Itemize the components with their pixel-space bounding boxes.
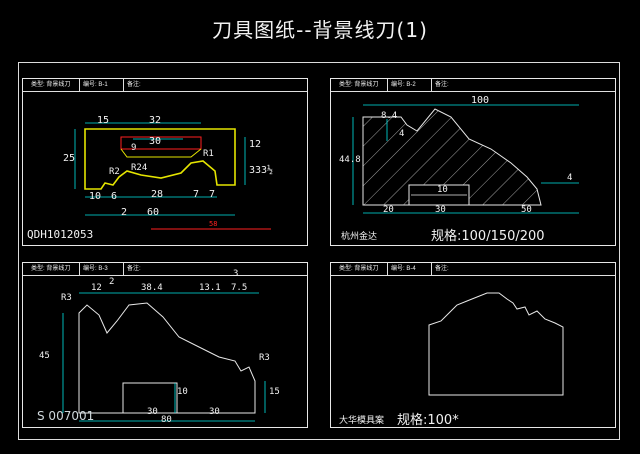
dim-label: 3 [233, 269, 239, 279]
dim-label: 30 [209, 407, 220, 417]
dim-label: 10 [177, 387, 188, 397]
panel-1: 类型: 背景线刀 编号: B-1 备注: 15 32 30 9 25 R2 R2… [22, 78, 308, 246]
header-type: 类型: 背景线刀 [339, 266, 379, 272]
dim-label: 12 [91, 283, 102, 293]
panel-header: 类型: 背景线刀 编号: B-4 备注: [331, 263, 615, 276]
dim-label: R3 [259, 353, 270, 363]
header-type: 类型: 背景线刀 [339, 82, 379, 88]
profile-outline [428, 292, 564, 396]
dim-label: 12 [249, 139, 262, 150]
header-note: 备注: [435, 266, 449, 272]
panel-header: 类型: 背景线刀 编号: B-3 备注: [23, 263, 307, 276]
drawing-frame [18, 62, 620, 440]
drawing-title: 刀具图纸--背景线刀(1) [212, 18, 428, 42]
dim-label: 9 [131, 143, 137, 153]
dim-label: 13.1 [199, 283, 221, 293]
drawing-code: QDH1012053 [27, 228, 94, 241]
dim-label: 2 [109, 277, 115, 287]
header-no: 编号: B-2 [391, 82, 416, 88]
header-no: 编号: B-3 [83, 266, 108, 272]
panel-header: 类型: 背景线刀 编号: B-2 备注: [331, 79, 615, 92]
dim-label: R1 [203, 149, 214, 159]
dim-label: 38.4 [141, 283, 163, 293]
dim-label: 20 [383, 205, 394, 215]
dim-label: R2 [109, 167, 120, 177]
dim-label: 80 [161, 415, 172, 425]
header-no: 编号: B-1 [83, 82, 108, 88]
spec-label: 规格:100/150/200 [431, 229, 545, 244]
profile-outline [84, 128, 236, 190]
dim-label: R24 [131, 163, 148, 173]
dim-label: R3 [61, 293, 72, 303]
header-type: 类型: 背景线刀 [31, 266, 71, 272]
spec-label: 规格:100* [397, 413, 459, 428]
dim-label: 32 [149, 115, 162, 126]
profile-drawing [352, 104, 579, 214]
dim-label: 10 [437, 185, 448, 195]
panel-header: 类型: 背景线刀 编号: B-1 备注: [23, 79, 307, 92]
header-note: 备注: [435, 82, 449, 88]
dim-label: 333½ [249, 165, 274, 176]
panel-3: 类型: 背景线刀 编号: B-3 备注: 12 2 38.4 13.1 7.5 … [22, 262, 308, 428]
dim-label: 8.4 [381, 111, 398, 121]
maker-label: 杭州金达 [341, 232, 378, 242]
dim-label: 2 [121, 207, 128, 218]
header-type: 类型: 背景线刀 [31, 82, 71, 88]
dim-label: 60 [147, 207, 160, 218]
header-note: 备注: [127, 82, 141, 88]
dim-label: 30 [149, 136, 162, 147]
panel-2: 类型: 背景线刀 编号: B-2 备注: 100 8.4 4 44.8 10 2… [330, 78, 616, 246]
header-note: 备注: [127, 266, 141, 272]
dim-label: 44.8 [339, 155, 361, 165]
dim-label: 7 [193, 189, 200, 200]
header-no: 编号: B-4 [391, 266, 416, 272]
dim-label: 28 [151, 189, 164, 200]
profile-drawing [62, 292, 266, 422]
profile-drawing [428, 292, 564, 396]
profile-outline [362, 108, 542, 206]
dim-label: 25 [63, 153, 76, 164]
profile-drawing [74, 122, 271, 230]
profile-outline [78, 302, 256, 414]
dim-label: 58 [209, 220, 218, 228]
dim-label: 30 [435, 205, 446, 215]
dim-label: 7.5 [231, 283, 248, 293]
dim-label: 4 [567, 173, 573, 183]
panel-4: 类型: 背景线刀 编号: B-4 备注: 大华模具案 规格:100* [330, 262, 616, 428]
dim-label: 15 [269, 387, 280, 397]
dim-label: 4 [399, 129, 405, 139]
dim-label: 7 [209, 189, 216, 200]
slot [120, 136, 202, 150]
dim-label: 15 [97, 115, 110, 126]
dim-label: 6 [111, 191, 118, 202]
dim-label: 100 [471, 95, 490, 106]
dim-label: 50 [521, 205, 532, 215]
dim-label: 10 [89, 191, 102, 202]
maker-label: 大华模具案 [339, 416, 385, 426]
dim-label: 45 [39, 351, 50, 361]
dim-label: 30 [147, 407, 158, 417]
watermark: S 007001 [37, 409, 95, 423]
